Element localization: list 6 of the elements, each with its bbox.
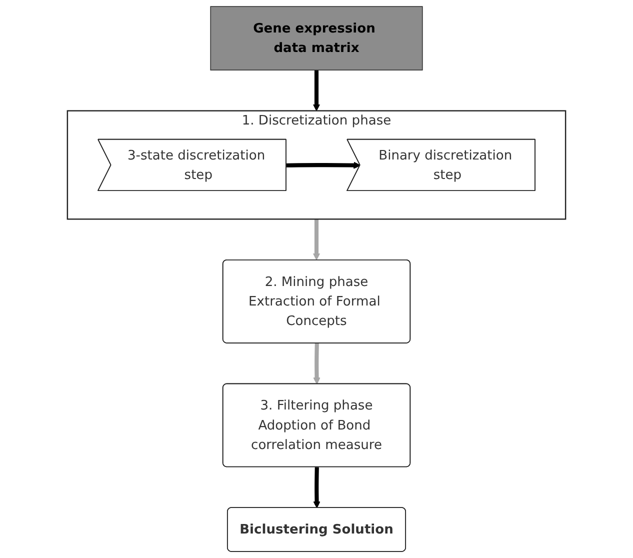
node-box: Gene expression data matrix: [210, 6, 423, 70]
arrow: [286, 162, 361, 169]
arrow: [312, 70, 320, 112]
arrow: [313, 343, 320, 384]
arrow: [312, 219, 320, 260]
arrow: [313, 467, 320, 508]
